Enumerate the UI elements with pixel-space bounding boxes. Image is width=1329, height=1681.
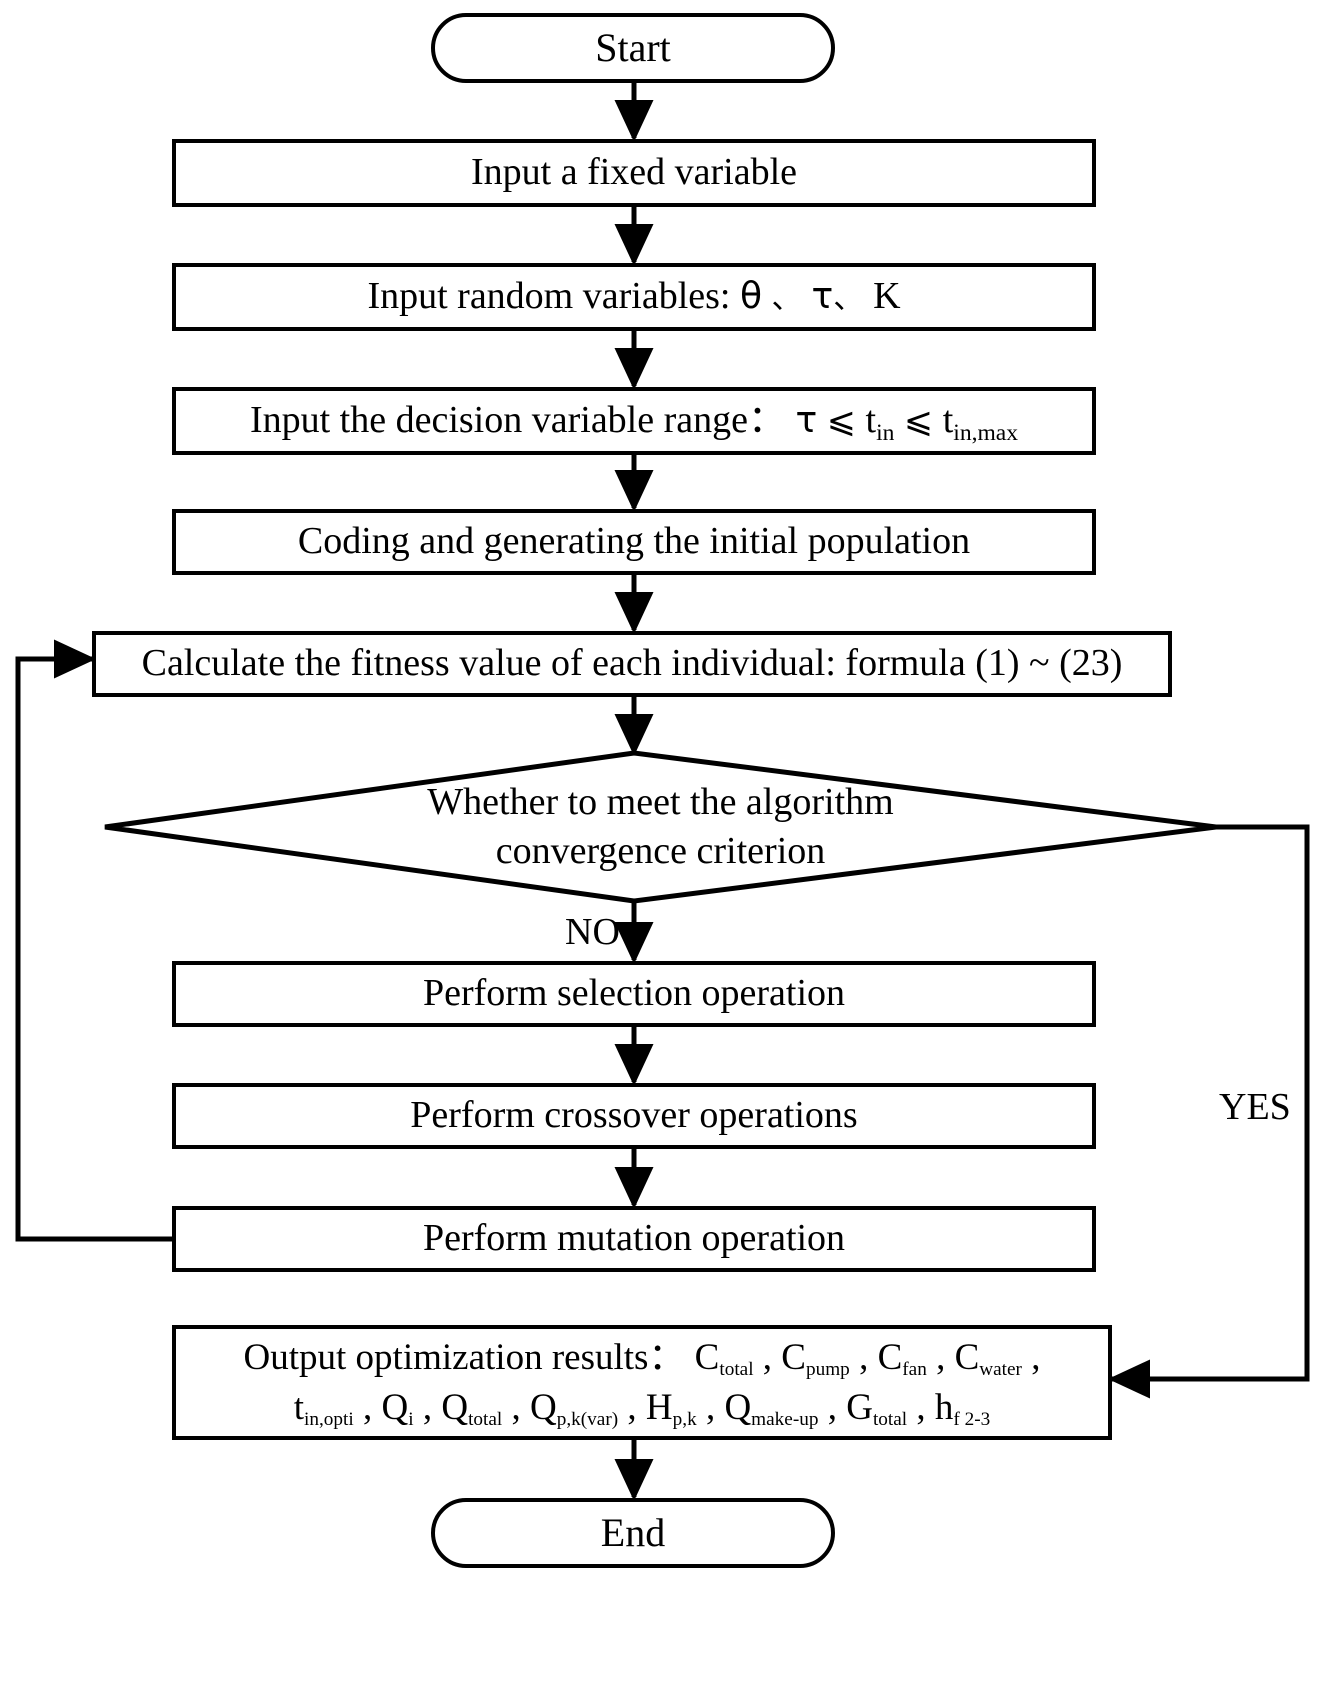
input-random-var-tau: τ (811, 275, 834, 318)
node-input-fixed-variable-label: Input a fixed variable (470, 151, 798, 194)
output-symbol-subscript: in,opti (304, 1408, 354, 1430)
output-symbol-subscript: pump (805, 1358, 850, 1380)
output-symbol-base: Q (724, 1386, 752, 1428)
decision-range-t-in: tin (865, 399, 895, 446)
input-random-var-theta: θ (739, 275, 763, 318)
node-end-label: End (600, 1510, 666, 1555)
output-symbol-subscript: fan (902, 1358, 927, 1380)
less-equal-icon-1: ⩽ (826, 401, 857, 442)
t-in-max-subscript: in,max (953, 419, 1019, 446)
output-separator: , (618, 1386, 646, 1428)
output-prefix: Output optimization results： (243, 1336, 686, 1378)
node-output-results-label: Output optimization results： Ctotal , Cp… (176, 1333, 1108, 1433)
output-symbol-base: G (846, 1386, 873, 1428)
output-symbols-line-1: Ctotal , Cpump , Cfan , Cwater , (694, 1336, 1041, 1380)
output-symbol-base: h (934, 1386, 954, 1428)
node-perform-selection-label: Perform selection operation (422, 972, 846, 1015)
node-output-results[interactable]: Output optimization results： Ctotal , Cp… (172, 1325, 1112, 1440)
output-symbol-base: t (293, 1386, 305, 1428)
output-symbol: Qtotal (441, 1386, 503, 1430)
output-symbol-subscript: water (979, 1358, 1022, 1380)
output-symbol-subscript: make-up (751, 1408, 819, 1430)
output-separator-trailing: , (1021, 1336, 1041, 1378)
decision-range-prefix: Input the decision variable range： (249, 399, 786, 442)
edge-mutation-loopback-to-fitness (15, 639, 172, 1242)
output-symbol: Qmake-up (724, 1386, 819, 1430)
output-symbol: Hp,k (645, 1386, 697, 1430)
output-separator: , (926, 1336, 955, 1378)
output-symbol-subscript: p,k(var) (556, 1408, 619, 1430)
output-symbol-subscript: total (872, 1408, 908, 1430)
output-symbol: Qp,k(var) (530, 1386, 619, 1430)
output-symbol: Gtotal (846, 1386, 908, 1430)
decision-line-1: Whether to meet the algorithm (427, 780, 894, 823)
output-symbol-base: Q (441, 1386, 469, 1428)
decision-line-2: convergence criterion (495, 830, 826, 872)
input-random-prefix: Input random variables: (367, 275, 731, 318)
output-symbol: Cpump (781, 1336, 850, 1380)
output-symbol-base: C (954, 1336, 980, 1378)
output-separator: , (413, 1386, 442, 1428)
output-symbol-subscript: total (468, 1408, 503, 1430)
output-symbol: Cwater (954, 1336, 1022, 1380)
node-perform-crossover-label: Perform crossover operations (410, 1094, 858, 1137)
node-calculate-fitness-label: Calculate the fitness value of each indi… (141, 642, 1123, 685)
output-separator: , (696, 1386, 725, 1428)
output-symbol-subscript: f 2-3 (953, 1408, 991, 1430)
output-symbol-subscript: p,k (672, 1408, 697, 1430)
output-separator: , (818, 1386, 847, 1428)
node-convergence-decision[interactable]: Whether to meet the algorithm convergenc… (105, 753, 1216, 901)
node-input-decision-range-label: Input the decision variable range： τ ⩽ t… (176, 399, 1092, 446)
node-start-label: Start (595, 25, 671, 70)
node-perform-mutation[interactable]: Perform mutation operation (172, 1206, 1096, 1272)
output-symbol: tin,opti (293, 1386, 354, 1430)
output-symbol: hf 2-3 (934, 1386, 991, 1430)
output-symbol-base: Q (530, 1386, 557, 1428)
output-symbol: Ctotal (694, 1336, 754, 1380)
t-in-subscript: in (876, 419, 895, 446)
output-symbol-base: C (877, 1336, 903, 1378)
output-symbol-base: Q (381, 1386, 409, 1428)
edge-label-yes: YES (1219, 1086, 1291, 1128)
node-convergence-decision-label: Whether to meet the algorithm convergenc… (105, 753, 1216, 901)
node-calculate-fitness[interactable]: Calculate the fitness value of each indi… (92, 631, 1172, 697)
input-random-sep-1: 、 (771, 281, 802, 317)
output-line-1: Output optimization results： Ctotal , Cp… (243, 1336, 1041, 1380)
node-input-random-variables-label: Input random variables: θ 、 τ、 K (176, 275, 1092, 319)
output-symbol: Cfan (877, 1336, 927, 1380)
output-symbol-subscript: i (408, 1408, 414, 1430)
output-separator: , (849, 1336, 878, 1378)
input-random-var-k: K (873, 275, 901, 318)
decision-range-tau: τ (795, 399, 818, 442)
node-perform-crossover[interactable]: Perform crossover operations (172, 1083, 1096, 1149)
node-coding-initial-population[interactable]: Coding and generating the initial popula… (172, 509, 1096, 575)
node-perform-selection[interactable]: Perform selection operation (172, 961, 1096, 1027)
input-random-sep-2: 、 (833, 281, 864, 317)
output-separator: , (353, 1386, 382, 1428)
node-input-decision-range[interactable]: Input the decision variable range： τ ⩽ t… (172, 387, 1096, 455)
node-input-fixed-variable[interactable]: Input a fixed variable (172, 139, 1096, 207)
node-perform-mutation-label: Perform mutation operation (422, 1217, 846, 1260)
output-symbol-subscript: total (719, 1358, 754, 1380)
less-equal-icon-2: ⩽ (903, 401, 934, 442)
node-end[interactable]: End (431, 1498, 835, 1568)
node-coding-initial-population-label: Coding and generating the initial popula… (297, 520, 971, 563)
decision-range-t-in-max: tin,max (942, 399, 1019, 446)
output-symbols-line-2: tin,opti , Qi , Qtotal , Qp,k(var) , Hp,… (293, 1386, 991, 1430)
node-input-random-variables[interactable]: Input random variables: θ 、 τ、 K (172, 263, 1096, 331)
output-separator: , (502, 1386, 530, 1428)
output-separator: , (753, 1336, 782, 1378)
output-symbol-base: C (781, 1336, 806, 1378)
edge-label-no: NO (565, 911, 620, 953)
output-symbol-base: H (645, 1386, 673, 1428)
output-separator: , (907, 1386, 935, 1428)
output-symbol-base: C (694, 1336, 720, 1378)
output-symbol: Qi (381, 1386, 414, 1430)
node-start[interactable]: Start (431, 13, 835, 83)
